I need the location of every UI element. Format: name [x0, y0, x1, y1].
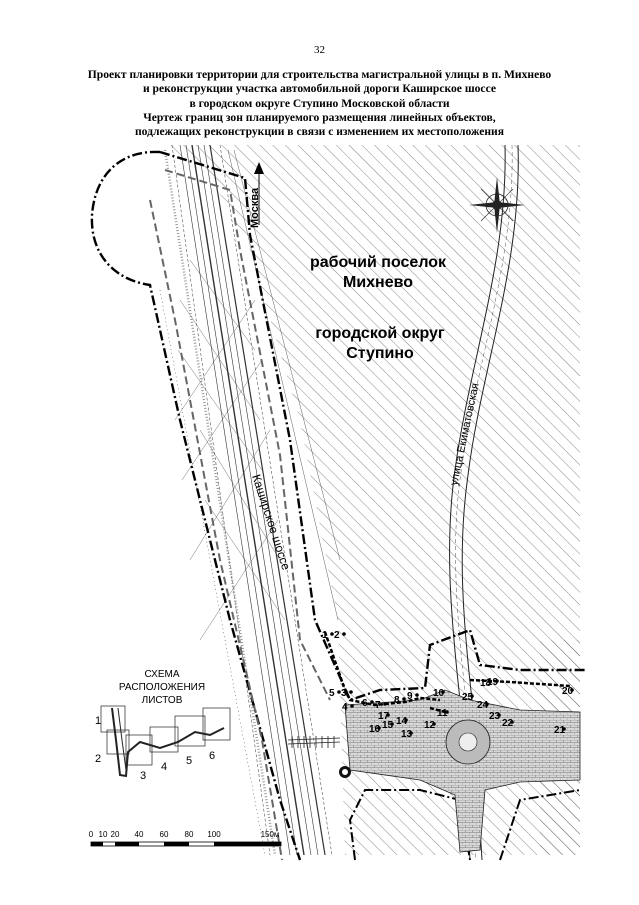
boundary-point-number: 2 [334, 630, 340, 641]
scale-tick-100: 100 [207, 830, 221, 839]
boundary-point-marker [386, 713, 390, 717]
boundary-point-marker [377, 726, 381, 730]
sheet-number-3: 3 [140, 770, 146, 782]
sheet-number-4: 4 [161, 761, 167, 773]
boundary-point-number: 11 [437, 708, 448, 719]
moskva-label: Москва [249, 187, 261, 228]
title-line-1: Проект планировки территории для строите… [87, 68, 552, 81]
boundary-point-marker [485, 702, 489, 706]
scale-tick-10: 10 [99, 830, 108, 839]
boundary-point-marker [562, 727, 566, 731]
boundary-point-marker [337, 690, 341, 694]
boundary-point-marker [383, 702, 387, 706]
boundary-point-number: 1 [322, 630, 328, 641]
boundary-point-number: 7 [375, 700, 381, 711]
sheet-number-5: 5 [186, 755, 192, 767]
boundary-point-marker [488, 680, 492, 684]
boundary-point-number: 16 [369, 724, 381, 735]
boundary-point-marker [342, 632, 346, 636]
scale-bar: 0 10 20 40 60 80 100 150м [89, 830, 282, 847]
boundary-point-number: 14 [396, 716, 408, 727]
title-line-4: Чертеж границ зон планируемого размещени… [143, 110, 496, 124]
circle-marker [339, 766, 351, 778]
district-label-line1: городской округ [315, 325, 445, 342]
boundary-point-marker [404, 718, 408, 722]
scheme-title-line3: ЛИСТОВ [142, 695, 183, 706]
boundary-point-marker [470, 694, 474, 698]
boundary-point-marker [349, 690, 353, 694]
boundary-point-number: 12 [424, 720, 436, 731]
scale-tick-150: 150м [261, 830, 280, 839]
ekimatovskaya-street [449, 144, 519, 861]
kashirskoe-label: Каширское шоссе [249, 473, 293, 572]
boundary-point-number: 24 [477, 700, 489, 711]
boundary-point-marker [495, 679, 499, 683]
compass-rose-icon [469, 177, 525, 233]
settlement-label-line2: Михнево [343, 274, 413, 291]
scale-tick-80: 80 [185, 830, 194, 839]
bridge-marks [287, 736, 341, 748]
boundary-point-marker [445, 710, 449, 714]
intersection-area [344, 689, 581, 853]
sheet-number-1: 1 [95, 715, 101, 727]
boundary-point-marker [497, 713, 501, 717]
boundary-point-marker [350, 704, 354, 708]
boundary-point-number: 18 [480, 678, 492, 689]
sheet-number-2: 2 [95, 753, 101, 765]
sheet-scheme: СХЕМА РАСПОЛОЖЕНИЯ ЛИСТОВ 1 2 3 4 5 6 [95, 669, 231, 782]
boundary-point-number: 9 [407, 691, 413, 702]
scheme-title-line2: РАСПОЛОЖЕНИЯ [119, 682, 205, 693]
boundary-point-marker [330, 632, 334, 636]
boundary-point-marker [370, 700, 374, 704]
boundary-point-number: 10 [433, 688, 445, 699]
boundary-point-number: 3 [341, 688, 347, 699]
reconstruction-lines [323, 631, 571, 714]
boundary-point-marker [441, 690, 445, 694]
moskva-arrow [254, 162, 264, 225]
boundary-point-number: 19 [487, 677, 499, 688]
boundary-point-marker [570, 688, 574, 692]
scale-tick-20: 20 [111, 830, 120, 839]
scale-tick-40: 40 [135, 830, 144, 839]
settlement-label-line1: рабочий поселок [310, 254, 447, 271]
title-line-3: в городском округе Ступино Московской об… [189, 96, 450, 110]
boundary-point-marker [390, 722, 394, 726]
boundary-point-number: 6 [362, 698, 368, 709]
boundary-point-marker [409, 731, 413, 735]
boundary-point-number: 20 [562, 686, 574, 697]
boundary-point-number: 13 [401, 729, 413, 740]
boundary-point-number: 5 [329, 688, 335, 699]
boundary-point-number: 23 [489, 711, 501, 722]
title-line-5: подлежащих реконструкции в связи с измен… [134, 125, 505, 139]
district-label-line2: Ступино [346, 345, 414, 362]
boundary-point-marker [415, 693, 419, 697]
scheme-title-line1: СХЕМА [145, 669, 180, 680]
scale-tick-60: 60 [160, 830, 169, 839]
boundary-point-marker [432, 722, 436, 726]
boundary-point-number: 4 [342, 702, 348, 713]
scale-tick-0: 0 [89, 830, 94, 839]
page-number: 32 [314, 44, 325, 56]
document-title: Проект планировки территории для строите… [20, 68, 619, 139]
boundary-point-number: 25 [462, 692, 474, 703]
boundary-point-number: 22 [502, 718, 514, 729]
sheet-number-6: 6 [209, 750, 215, 762]
boundary-point-number: 17 [378, 711, 390, 722]
boundary-point-marker [402, 697, 406, 701]
boundary-point-number: 15 [382, 720, 394, 731]
boundary-point-number: 8 [394, 695, 400, 706]
road-corridor [159, 145, 341, 855]
boundary-point-marker [510, 720, 514, 724]
zone-boundary [90, 150, 585, 861]
title-line-2: и реконструкции участка автомобильной до… [142, 82, 497, 96]
boundary-point-number: 21 [554, 725, 566, 736]
